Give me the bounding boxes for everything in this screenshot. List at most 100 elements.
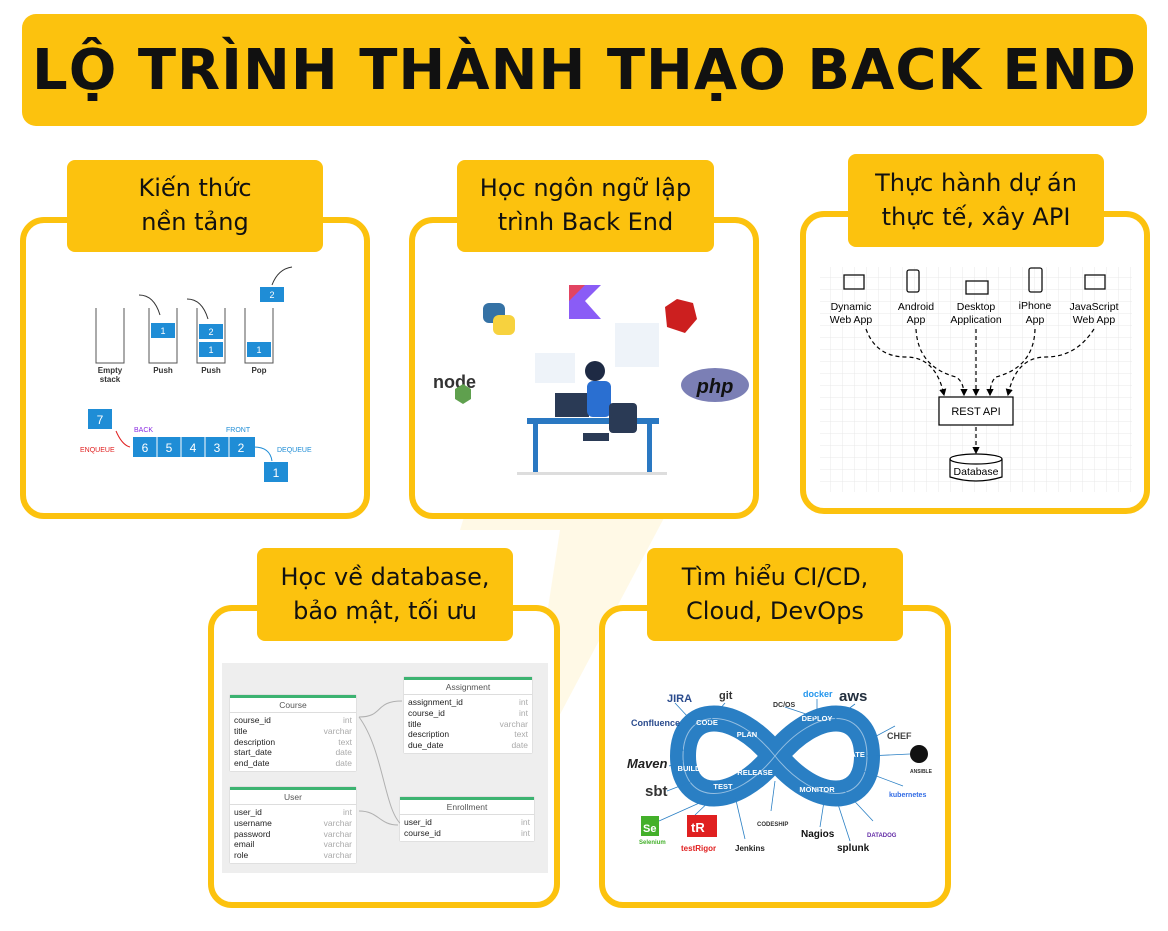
client-label: Application	[950, 314, 1002, 326]
php-icon: php	[681, 368, 749, 402]
stage-label: OPERATE	[829, 750, 865, 759]
label-line: Học ngôn ngữ lập	[479, 174, 692, 203]
db-column-type: int	[343, 807, 352, 817]
stage-label: PLAN	[737, 730, 757, 739]
label-line: Học về database,	[280, 562, 490, 591]
push-label: Push	[201, 366, 221, 375]
queue-item: 6	[142, 441, 149, 455]
db-column-name: title	[234, 725, 248, 736]
db-column-type: int	[519, 707, 528, 718]
aws-icon: aws	[839, 688, 867, 705]
client-label: Android	[898, 301, 934, 313]
db-table-name: User	[230, 790, 356, 805]
client-label: Desktop	[957, 301, 996, 313]
languages-illustration: node php	[433, 285, 749, 475]
stack-item: 1	[208, 345, 213, 355]
docker-icon: docker	[803, 689, 833, 699]
codeship-icon: CODESHIP	[757, 822, 788, 828]
db-column-type: date	[335, 747, 352, 758]
label-line: nền tảng	[141, 208, 249, 236]
splunk-icon: splunk	[837, 843, 870, 854]
dequeue-label: DEQUEUE	[277, 447, 312, 454]
title-banner: LỘ TRÌNH THÀNH THẠO BACK END	[22, 14, 1147, 126]
db-column-name: email	[234, 839, 255, 850]
label-line: Cloud, DevOps	[686, 596, 864, 625]
card-api-projects: Dynamic Web App Android App Desktop Appl…	[800, 211, 1150, 514]
db-column-name: user_id	[404, 817, 432, 827]
jira-icon: JIRA	[667, 693, 692, 705]
label-line: Kiến thức	[138, 174, 252, 203]
db-column-name: assignment_id	[408, 697, 463, 707]
desktop-icon	[965, 280, 989, 295]
db-column-row: start_date date	[234, 747, 352, 758]
db-column-name: description	[408, 729, 450, 740]
db-column-name: start_date	[234, 747, 272, 758]
db-column-name: end_date	[234, 758, 270, 769]
db-column-row: email varchar	[234, 839, 352, 850]
nagios-icon: Nagios	[801, 829, 835, 840]
db-column-type: text	[338, 736, 352, 747]
client-label: App	[907, 314, 926, 326]
testrigor-icon: tR	[691, 820, 705, 835]
queue-back-label: BACK	[134, 427, 153, 434]
label-devops: Tìm hiểu CI/CD, Cloud, DevOps	[647, 548, 903, 641]
db-column-type: date	[511, 740, 528, 751]
android-icon	[906, 269, 920, 293]
confluence-icon: Confluence	[631, 718, 680, 728]
stage-label: MONITOR	[799, 785, 835, 794]
stack-empty-label: Empty	[98, 366, 123, 375]
stack-empty-label: stack	[100, 375, 121, 384]
db-table-name: Course	[230, 698, 356, 713]
db-table-name: Assignment	[404, 680, 532, 695]
jenkins-icon: Jenkins	[735, 844, 765, 853]
db-column-name: password	[234, 828, 271, 839]
db-column-name: description	[234, 736, 276, 747]
db-column-name: due_date	[408, 740, 444, 751]
label-line: Tìm hiểu CI/CD,	[681, 562, 869, 591]
queue-front-label: FRONT	[226, 427, 251, 434]
devops-infinity-diagram: CODE BUILD TEST PLAN RELEASE DEPLOY OPER…	[627, 688, 933, 854]
maven-icon: Maven	[627, 756, 668, 771]
ansible-icon: ANSIBLE	[910, 769, 933, 775]
stage-label: CODE	[696, 718, 718, 727]
stack-item: 2	[208, 327, 213, 337]
stage-label: TEST	[713, 782, 733, 791]
stack-item: 1	[160, 326, 165, 336]
queue-incoming: 7	[97, 413, 104, 427]
db-column-name: username	[234, 817, 272, 828]
db-column-row: description text	[234, 737, 352, 748]
queue-item: 5	[166, 441, 173, 455]
pop-label: Pop	[251, 366, 266, 375]
client-label: iPhone	[1019, 300, 1052, 312]
chef-icon: CHEF	[887, 731, 912, 741]
label-line: thực tế, xây API	[881, 202, 1071, 231]
stage-label: DEPLOY	[802, 714, 833, 723]
selenium-icon: Se	[643, 823, 656, 835]
db-column-name: role	[234, 850, 249, 861]
queue-item: 2	[238, 441, 245, 455]
db-column-type: int	[519, 697, 528, 707]
developer-illustration	[517, 323, 667, 475]
stage-label: BUILD	[678, 764, 701, 773]
stack-item: 1	[256, 345, 261, 355]
db-column-type: varchar	[323, 839, 352, 850]
page-title: LỘ TRÌNH THÀNH THẠO BACK END	[32, 37, 1137, 103]
db-column-type: varchar	[323, 725, 352, 736]
datadog-icon: DATADOG	[867, 833, 897, 839]
queue-outgoing: 1	[273, 466, 280, 480]
client-label: Web App	[830, 314, 873, 326]
kotlin-icon	[569, 285, 601, 319]
queue-item: 3	[214, 441, 221, 455]
